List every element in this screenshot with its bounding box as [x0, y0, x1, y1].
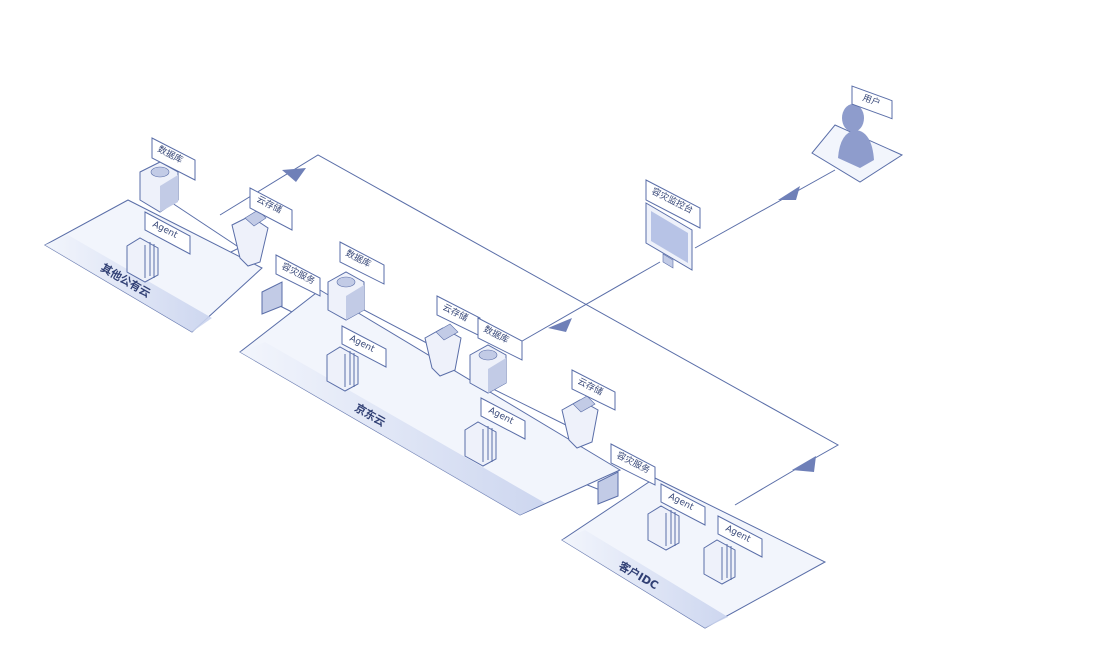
database-icon — [469, 344, 507, 394]
database-icon — [139, 161, 179, 213]
user-console-line — [694, 169, 836, 249]
zone-jd-cloud: 京东云 — [239, 289, 622, 516]
monitor-icon — [645, 202, 693, 271]
console-node: 容灾监控台 — [645, 179, 701, 271]
backbone-line — [219, 154, 840, 506]
server-icon — [126, 237, 159, 283]
user-node: 用户 — [811, 85, 904, 183]
server-icon — [647, 505, 680, 551]
user-icon — [838, 104, 874, 168]
storage-icon — [561, 395, 599, 449]
tag-user: 用户 — [851, 85, 893, 120]
arrow-icon — [778, 186, 800, 200]
storage-icon — [424, 323, 462, 377]
idc-agent-1: Agent — [647, 483, 706, 551]
server-icon — [703, 539, 736, 585]
tag-dr-service: 容灾服务 — [275, 254, 321, 297]
console-jd-line — [509, 261, 661, 349]
arrows — [282, 168, 816, 472]
idc-agent-2: Agent — [703, 515, 763, 585]
other-database: 数据库 — [139, 137, 196, 213]
arrow-icon — [792, 456, 816, 472]
tag-agent: Agent — [717, 515, 763, 558]
other-dr-service: 容灾服务 — [261, 254, 321, 315]
other-storage: 云存储 — [231, 187, 293, 267]
arrow-icon — [282, 168, 306, 182]
jd-agent-2: Agent — [464, 397, 526, 467]
jd-storage-2: 云存储 — [561, 369, 616, 449]
service-box-icon — [261, 281, 283, 315]
server-icon — [464, 421, 497, 467]
server-icon — [326, 346, 359, 392]
jd-database-2: 数据库 — [469, 317, 523, 394]
jd-db2-link — [484, 384, 581, 433]
arrow-icon — [548, 318, 572, 332]
jd-agent-1: Agent — [326, 325, 387, 392]
service-box-icon — [597, 471, 619, 505]
database-icon — [327, 271, 365, 321]
jd-database-1: 数据库 — [327, 241, 385, 321]
zone-customer-idc: 客户IDC — [561, 477, 827, 629]
